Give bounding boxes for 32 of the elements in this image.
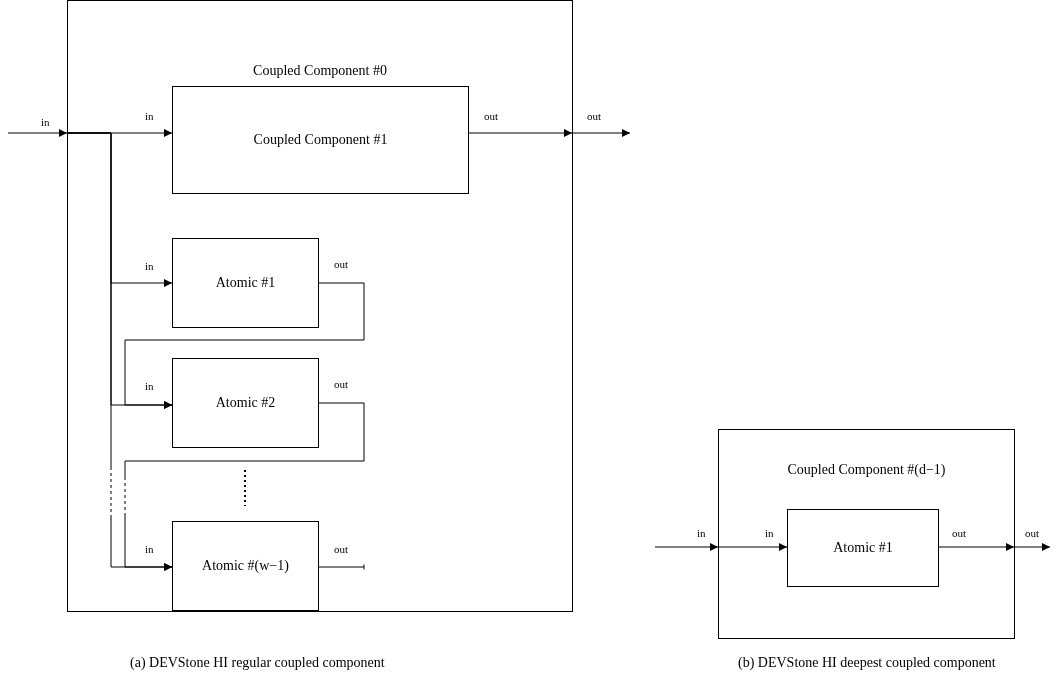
port-label: in bbox=[40, 116, 51, 128]
atomic-model-box bbox=[172, 358, 319, 448]
box-label: Coupled Component #1 bbox=[253, 132, 388, 148]
port-label: in bbox=[764, 527, 775, 539]
port-label: in bbox=[144, 543, 155, 555]
atomic-model-box bbox=[172, 521, 319, 611]
arrow bbox=[571, 129, 631, 137]
caption: (b) DEVStone HI deepest coupled component bbox=[738, 655, 996, 671]
arrow bbox=[124, 402, 365, 571]
arrow bbox=[124, 282, 365, 409]
coupled-component-box bbox=[718, 429, 1015, 639]
atomic-model-box bbox=[787, 509, 939, 587]
box-label: Atomic #1 bbox=[833, 540, 893, 556]
arrow bbox=[467, 129, 573, 137]
coupled-component-box bbox=[67, 0, 573, 612]
arrow bbox=[937, 543, 1015, 551]
port-label: in bbox=[696, 527, 707, 539]
arrow bbox=[1013, 543, 1051, 551]
box-label: Atomic #1 bbox=[215, 275, 276, 291]
box-label: Atomic #2 bbox=[215, 395, 276, 411]
caption: (a) DEVStone HI regular coupled component bbox=[130, 655, 385, 671]
box-label: Atomic #(w−1) bbox=[202, 558, 289, 574]
arrow bbox=[654, 543, 719, 551]
box-title: Coupled Component #0 bbox=[253, 63, 387, 79]
port-label: in bbox=[144, 380, 155, 392]
port-label: in bbox=[144, 110, 155, 122]
arrow bbox=[7, 129, 68, 137]
arrow bbox=[717, 543, 788, 551]
port-label: in bbox=[144, 260, 155, 272]
box-title: Coupled Component #(d−1) bbox=[787, 462, 946, 478]
coupled-component-box bbox=[172, 86, 469, 194]
atomic-model-box bbox=[172, 238, 319, 328]
